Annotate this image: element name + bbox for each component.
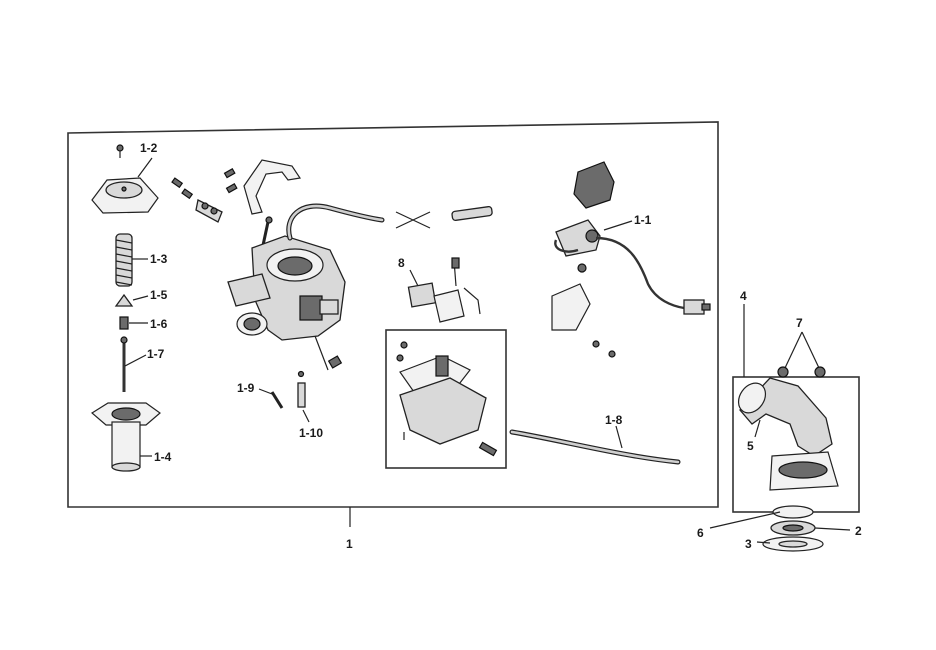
spring-part: [115, 233, 133, 287]
callout-7: 7: [796, 316, 803, 330]
callout-1-10: 1-10: [299, 426, 323, 440]
callout-1-7: 1-7: [147, 347, 165, 361]
fuel-hose-part: [509, 429, 681, 465]
callout-8: 8: [398, 256, 405, 270]
throttle-bracket-part: [243, 159, 302, 215]
callout-1: 1: [346, 537, 353, 551]
auto-choke-part: [551, 161, 711, 358]
jet-needle-part: [120, 336, 128, 392]
callout-1-8: 1-8: [605, 413, 623, 427]
carburetor-body-part: [227, 235, 346, 371]
callout-1-4: 1-4: [154, 450, 172, 464]
callout-1-9: 1-9: [237, 381, 255, 395]
callout-4: 4: [740, 289, 747, 303]
hose-fitting-part: [451, 205, 493, 221]
callout-1-5: 1-5: [150, 288, 168, 302]
jet-screw-large-part: [297, 370, 306, 408]
callout-1-1: 1-1: [634, 213, 652, 227]
float-part: [407, 257, 481, 323]
throttle-link-part: [195, 199, 223, 223]
intake-manifold-part: [737, 366, 839, 491]
screw-icon: [116, 144, 124, 158]
callout-6: 6: [697, 526, 704, 540]
callout-2: 2: [855, 524, 862, 538]
callout-1-2: 1-2: [140, 141, 158, 155]
jet-screw-small-part: [270, 391, 284, 409]
float-bowl-frame: [385, 329, 507, 469]
top-cover-part: [91, 177, 159, 214]
small-screws-part: [171, 167, 238, 200]
vent-hose-part: [286, 203, 385, 241]
needle-clip-part: [119, 316, 129, 330]
float-bowl-part: [396, 341, 498, 457]
vacuum-piston-part: [90, 402, 161, 472]
hose-clip-part: [395, 211, 431, 229]
callout-3: 3: [745, 537, 752, 551]
callout-1-6: 1-6: [150, 317, 168, 331]
callout-1-3: 1-3: [150, 252, 168, 266]
callout-5: 5: [747, 439, 754, 453]
main-assembly-frame: [67, 121, 719, 508]
needle-retainer-part: [114, 293, 134, 307]
